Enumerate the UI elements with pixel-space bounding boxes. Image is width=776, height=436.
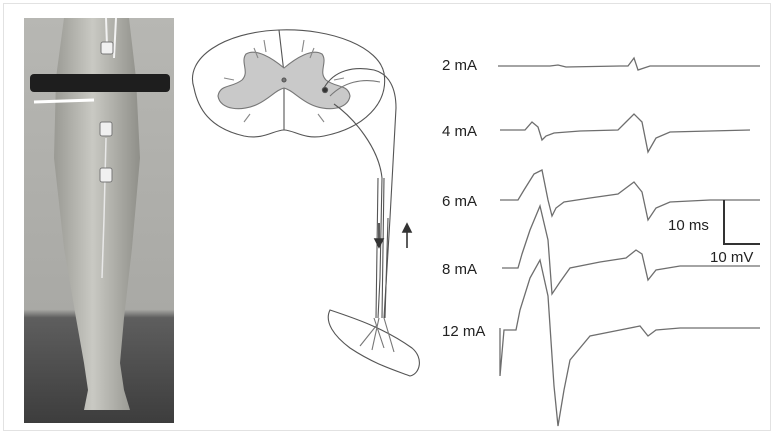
scale-voltage-label: 10 mV <box>710 249 753 266</box>
scale-time-label: 10 ms <box>668 217 709 234</box>
leg-photo <box>24 18 174 423</box>
scale-bar <box>724 200 760 244</box>
trace-2ma <box>498 58 760 70</box>
electrode-2 <box>100 122 112 136</box>
trace-6ma <box>500 170 760 220</box>
label-4ma: 4 mA <box>442 123 477 140</box>
label-2ma: 2 mA <box>442 57 477 74</box>
electrode-3 <box>100 168 112 182</box>
reflex-arc-diagram <box>184 18 434 388</box>
ventral-root <box>334 104 382 318</box>
trace-4ma <box>500 114 750 152</box>
emg-traces: 2 mA 4 mA 6 mA 8 mA 12 mA 10 ms 10 mV <box>430 30 770 430</box>
label-6ma: 6 mA <box>442 193 477 210</box>
label-8ma: 8 mA <box>442 261 477 278</box>
electrode-1 <box>101 42 113 54</box>
trace-12ma <box>500 260 760 426</box>
label-12ma: 12 mA <box>442 323 485 340</box>
knee-strap <box>30 74 170 92</box>
